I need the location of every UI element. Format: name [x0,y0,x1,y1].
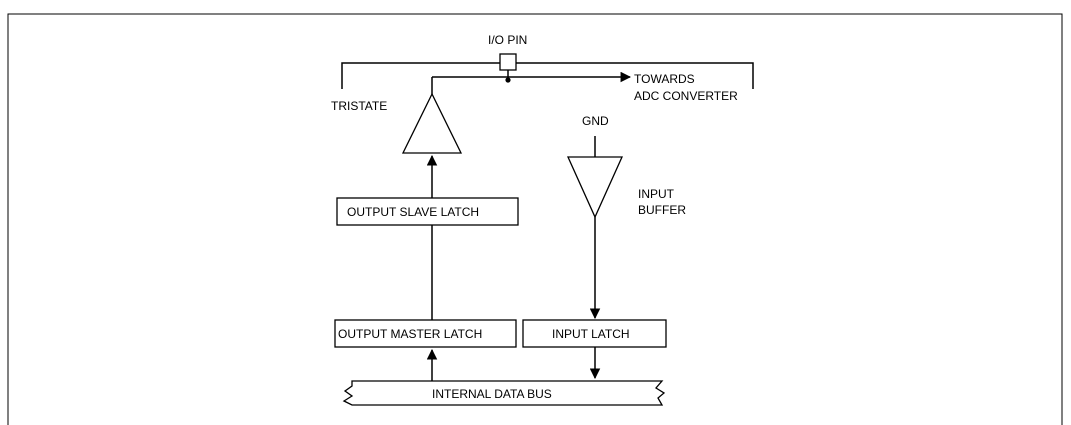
output-master-latch-box [334,319,517,348]
output-master-latch-label: OUTPUT MASTER LATCH [338,327,482,341]
tristate-buffer [401,92,463,154]
input-buffer [566,156,624,219]
towards-label-line1: TOWARDS [634,72,695,86]
figure-frame [7,13,1063,425]
internal-data-bus-label: INTERNAL DATA BUS [432,387,552,401]
input-latch-label: INPUT LATCH [552,327,630,341]
output-slave-latch-label: OUTPUT SLAVE LATCH [347,205,479,219]
input-buffer-label-line2: BUFFER [638,203,686,217]
io-pin-label: I/O PIN [488,33,527,47]
input-latch-box [522,319,667,348]
io-bus-line [341,62,754,89]
tristate-label: TRISTATE [331,99,387,113]
io-pin-box [499,53,517,71]
internal-data-bus [342,380,666,406]
output-slave-latch-box [336,197,519,226]
input-buffer-label-line1: INPUT [638,187,675,201]
junction-dot [505,77,511,83]
towards-label-line2: ADC CONVERTER [634,89,738,103]
gnd-label: GND [582,114,609,128]
